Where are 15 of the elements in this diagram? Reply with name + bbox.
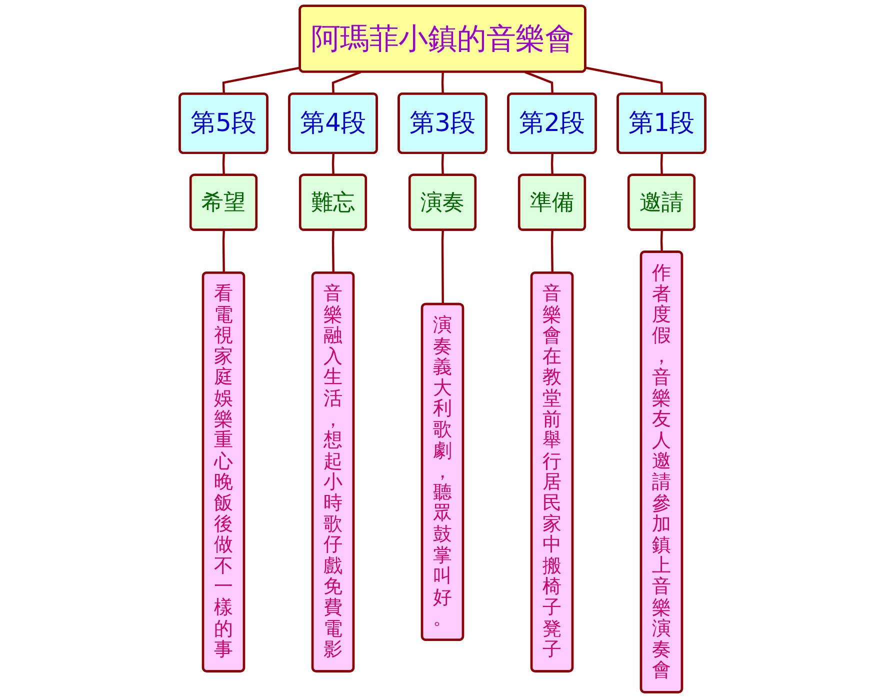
- connector: [222, 153, 225, 176]
- connector: [660, 153, 663, 176]
- connector: [660, 230, 663, 252]
- connector: [441, 153, 444, 176]
- connector: [332, 71, 362, 94]
- connector: [332, 230, 334, 274]
- connector: [550, 153, 554, 176]
- connector: [222, 66, 300, 94]
- connector: [222, 230, 225, 274]
- connector: [524, 71, 554, 94]
- connector: [550, 230, 554, 274]
- connector: [332, 153, 334, 176]
- connector: [585, 66, 663, 94]
- connector: [441, 230, 444, 304]
- connector: [441, 72, 444, 94]
